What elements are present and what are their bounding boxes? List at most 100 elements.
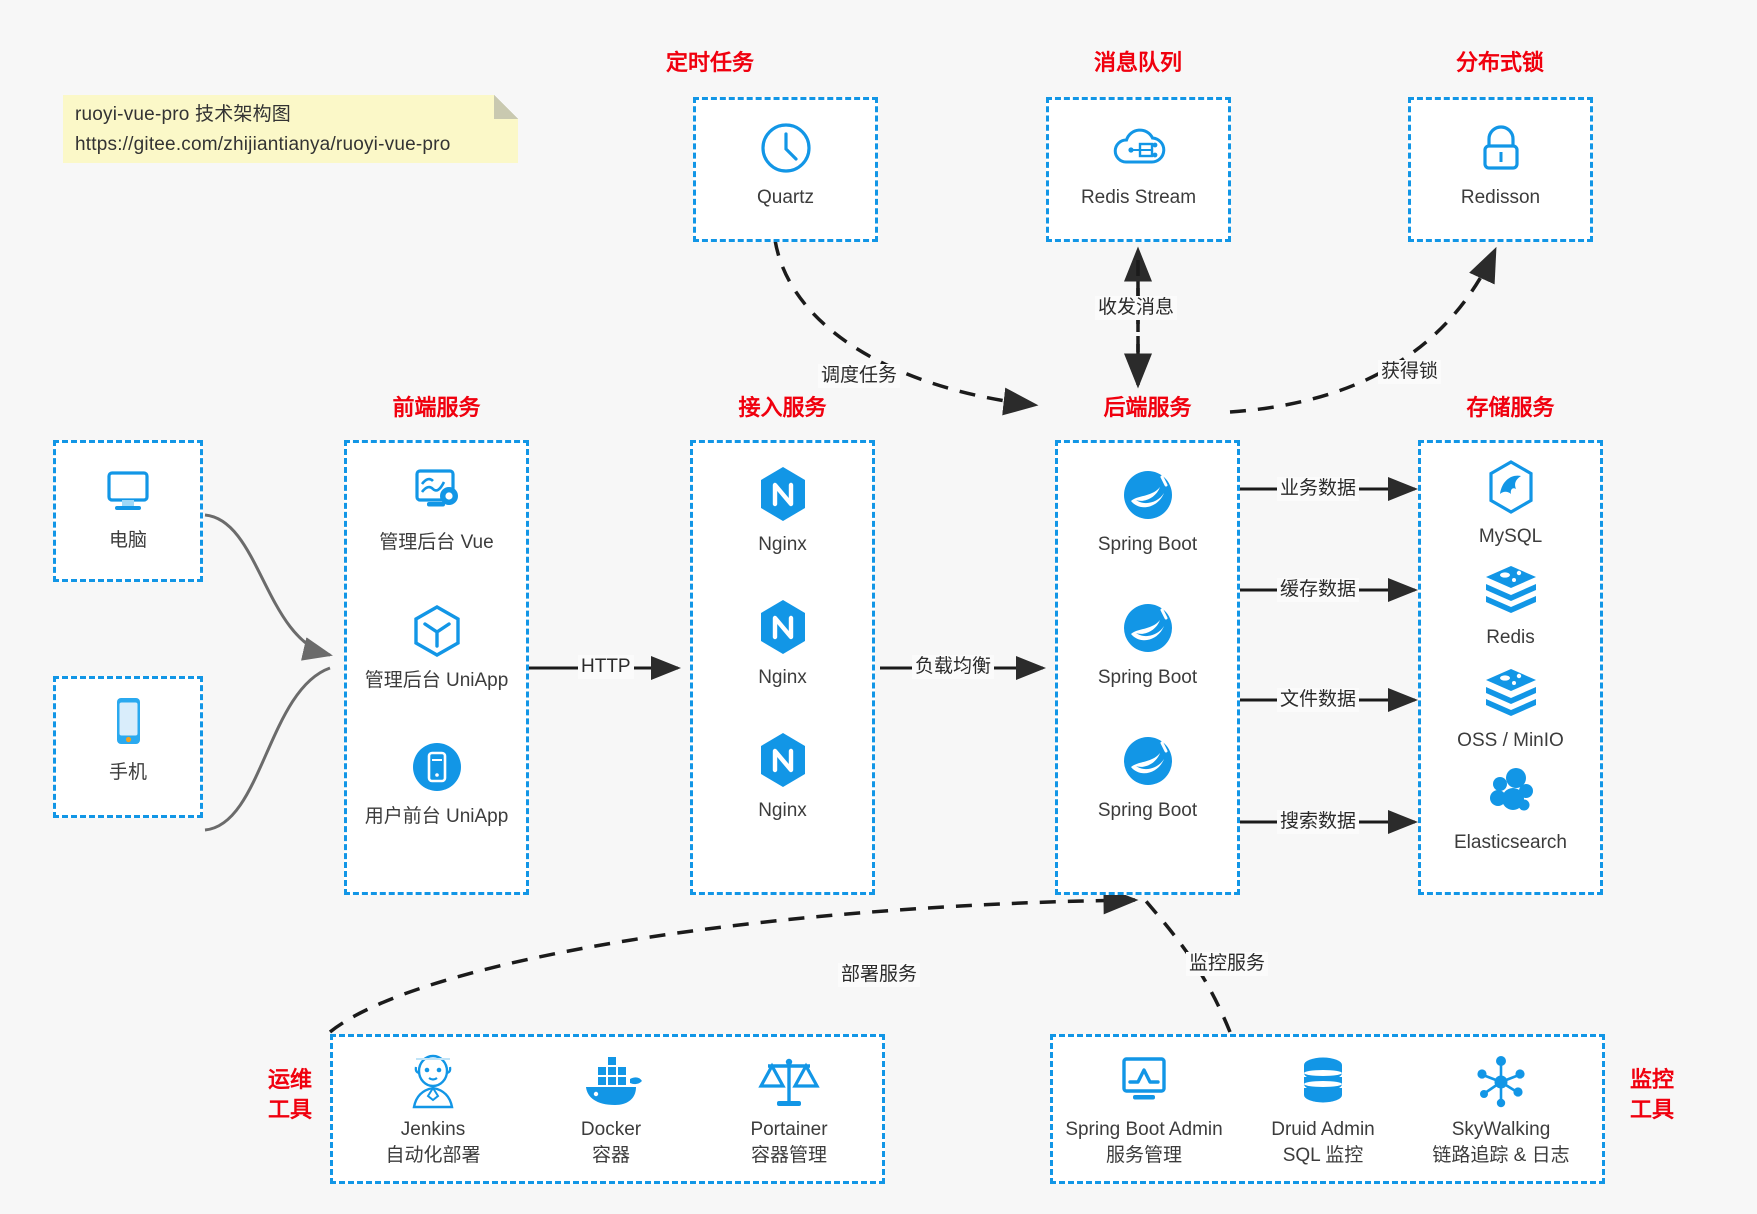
dashboard-gear-icon <box>347 463 526 523</box>
group-title-monitor-line2: 工具 <box>1629 1097 1674 1122</box>
group-title-devops-line2: 工具 <box>267 1097 312 1122</box>
spring-icon <box>1058 598 1237 658</box>
edge-label-search-data: 搜索数据 <box>1277 810 1360 834</box>
spring-icon <box>1058 465 1237 525</box>
node-label: Druid Admin <box>1271 1119 1375 1140</box>
node-label: 用户前台 UniApp <box>364 806 509 827</box>
monitor-chart-icon <box>1054 1051 1234 1113</box>
edge-label-deploy-service: 部署服务 <box>838 963 921 987</box>
desktop-icon <box>56 461 200 521</box>
node-desktop[interactable]: 电脑 <box>56 461 200 553</box>
clock-icon <box>696 118 875 178</box>
group-box-storage: MySQL Redis <box>1418 440 1603 895</box>
node-skywalking[interactable]: SkyWalking 链路追踪 & 日志 <box>1411 1051 1591 1169</box>
node-label: Redis Stream <box>1080 187 1197 208</box>
node-label: Quartz <box>756 187 815 208</box>
docker-icon <box>521 1051 701 1113</box>
spring-icon <box>1058 731 1237 791</box>
cloud-stream-icon <box>1049 118 1228 178</box>
edge-label-http: HTTP <box>578 655 634 679</box>
edge-label-business-data: 业务数据 <box>1277 477 1360 501</box>
group-box-client-mobile: 手机 <box>53 676 203 818</box>
node-spring-boot-1[interactable]: Spring Boot <box>1058 465 1237 557</box>
group-title-mq: 消息队列 <box>1093 50 1182 75</box>
database-icon <box>1233 1051 1413 1113</box>
note-line-1: ruoyi-vue-pro 技术架构图 <box>75 104 292 125</box>
jenkins-icon <box>343 1051 523 1113</box>
node-nginx-3[interactable]: Nginx <box>693 731 872 823</box>
group-title-scheduler: 定时任务 <box>665 50 754 75</box>
node-docker[interactable]: Docker 容器 <box>521 1051 701 1169</box>
group-box-monitor: Spring Boot Admin 服务管理 <box>1050 1034 1605 1184</box>
node-label: Nginx <box>758 534 807 555</box>
group-title-devops: 运维 工具 <box>254 1065 326 1125</box>
node-sublabel: 链路追踪 & 日志 <box>1432 1145 1570 1166</box>
node-label: Nginx <box>758 667 807 688</box>
scales-icon <box>699 1051 879 1113</box>
nginx-icon <box>693 731 872 791</box>
node-label: Spring Boot <box>1097 534 1198 555</box>
node-elasticsearch[interactable]: Elasticsearch <box>1421 763 1600 855</box>
node-label: 管理后台 UniApp <box>364 670 509 691</box>
edge-label-acquire-lock: 获得锁 <box>1378 360 1442 384</box>
node-admin-uniapp[interactable]: 管理后台 UniApp <box>347 601 526 693</box>
group-box-frontend: 管理后台 Vue 管理后台 UniApp 用户前台 UniApp <box>344 440 529 895</box>
node-mobile[interactable]: 手机 <box>56 693 200 785</box>
node-label: Spring Boot <box>1097 800 1198 821</box>
edge-label-cache-data: 缓存数据 <box>1277 578 1360 602</box>
node-spring-boot-admin[interactable]: Spring Boot Admin 服务管理 <box>1054 1051 1234 1169</box>
node-sublabel: 容器管理 <box>750 1145 827 1166</box>
node-spring-boot-2[interactable]: Spring Boot <box>1058 598 1237 690</box>
uniapp-cube-icon <box>347 601 526 661</box>
mysql-icon <box>1421 457 1600 517</box>
oss-icon <box>1421 661 1600 721</box>
group-title-backend: 后端服务 <box>1103 395 1192 420</box>
node-label: Spring Boot <box>1097 667 1198 688</box>
node-jenkins[interactable]: Jenkins 自动化部署 <box>343 1051 523 1169</box>
node-sublabel: 自动化部署 <box>385 1145 481 1166</box>
node-admin-vue[interactable]: 管理后台 Vue <box>347 463 526 555</box>
node-quartz[interactable]: Quartz <box>696 118 875 210</box>
node-druid-admin[interactable]: Druid Admin SQL 监控 <box>1233 1051 1413 1169</box>
group-title-gateway: 接入服务 <box>738 395 827 420</box>
node-label: MySQL <box>1478 526 1543 547</box>
node-oss-minio[interactable]: OSS / MinIO <box>1421 661 1600 753</box>
node-spring-boot-3[interactable]: Spring Boot <box>1058 731 1237 823</box>
node-mysql[interactable]: MySQL <box>1421 457 1600 549</box>
group-box-mq: Redis Stream <box>1046 97 1231 242</box>
nginx-icon <box>693 598 872 658</box>
node-label: 电脑 <box>108 530 147 551</box>
edge-label-file-data: 文件数据 <box>1277 688 1360 712</box>
node-redis-stream[interactable]: Redis Stream <box>1049 118 1228 210</box>
node-label: Elasticsearch <box>1454 832 1567 853</box>
group-box-devops: Jenkins 自动化部署 Docker 容器 <box>330 1034 885 1184</box>
mobile-icon <box>56 693 200 753</box>
node-redis[interactable]: Redis <box>1421 558 1600 650</box>
note-fold-icon <box>494 95 518 119</box>
elasticsearch-icon <box>1421 763 1600 823</box>
group-title-monitor: 监控 工具 <box>1616 1065 1688 1125</box>
group-box-backend: Spring Boot Spring Boot Spring Boot <box>1055 440 1240 895</box>
redis-icon <box>1421 558 1600 618</box>
node-label: Portainer <box>750 1119 828 1140</box>
node-label: Docker <box>580 1119 642 1140</box>
node-label: SkyWalking <box>1451 1119 1551 1140</box>
node-user-uniapp[interactable]: 用户前台 UniApp <box>347 737 526 829</box>
node-nginx-2[interactable]: Nginx <box>693 598 872 690</box>
node-redisson[interactable]: Redisson <box>1411 118 1590 210</box>
node-nginx-1[interactable]: Nginx <box>693 465 872 557</box>
diagram-note: ruoyi-vue-pro 技术架构图 https://gitee.com/zh… <box>63 95 518 163</box>
node-sublabel: 容器 <box>591 1145 630 1166</box>
group-box-scheduler: Quartz <box>693 97 878 242</box>
lock-icon <box>1411 118 1590 178</box>
group-title-frontend: 前端服务 <box>392 395 481 420</box>
edge-label-load-balance: 负载均衡 <box>912 655 995 679</box>
node-portainer[interactable]: Portainer 容器管理 <box>699 1051 879 1169</box>
group-title-monitor-line1: 监控 <box>1629 1067 1674 1092</box>
node-label: Redis <box>1486 627 1535 648</box>
node-label: Redisson <box>1460 187 1541 208</box>
group-box-lock: Redisson <box>1408 97 1593 242</box>
node-label: 手机 <box>108 762 147 783</box>
group-title-devops-line1: 运维 <box>267 1067 312 1092</box>
node-sublabel: SQL 监控 <box>1282 1145 1364 1166</box>
